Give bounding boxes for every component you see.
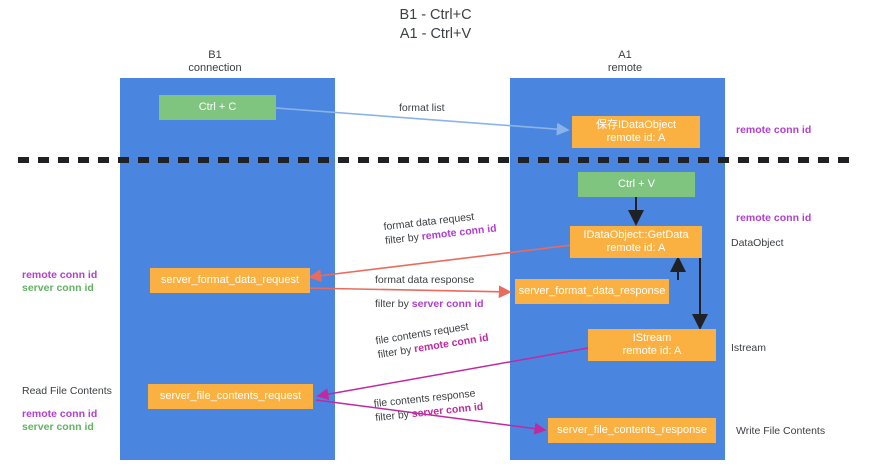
edge-label-format-list-text: format list xyxy=(399,102,445,114)
filter-prefix: filter by xyxy=(375,297,412,310)
page-title: B1 - Ctrl+C A1 - Ctrl+V xyxy=(0,6,871,44)
edge-label-format-list: format list xyxy=(399,102,445,116)
edge-format-data-request xyxy=(308,244,573,282)
lane-header-b1: B1 connection xyxy=(145,49,285,75)
annotation-right-top-remote-conn-id: remote conn id xyxy=(736,124,812,136)
title-line-2: A1 - Ctrl+V xyxy=(399,26,472,42)
lane-header-a1: A1 remote xyxy=(555,49,695,75)
lane-header-a1-role: remote xyxy=(607,62,643,74)
node-istream[interactable]: IStream remote id: A xyxy=(588,329,716,361)
edge-file-contents-response xyxy=(315,399,547,435)
node-server-file-contents-response[interactable]: server_file_contents_response xyxy=(548,418,716,443)
node-save-dataobject-line1: 保存IDataObject xyxy=(595,118,677,131)
filter-key: server conn id xyxy=(411,297,484,310)
filter-prefix: filter by xyxy=(374,407,413,424)
node-istream-line1: IStream xyxy=(632,331,672,344)
node-save-dataobject[interactable]: 保存IDataObject remote id: A xyxy=(572,116,700,148)
node-server-format-data-request-label: server_format_data_request xyxy=(160,273,300,286)
node-getdata-line2: remote id: A xyxy=(606,242,666,254)
annotation-right-write-file-contents: Write File Contents xyxy=(736,425,826,437)
annotation-right-mid-remote-conn-id: remote conn id xyxy=(736,212,812,224)
node-server-format-data-response[interactable]: server_format_data_response xyxy=(515,279,669,304)
node-server-format-data-request[interactable]: server_format_data_request xyxy=(150,268,310,293)
node-istream-line2: remote id: A xyxy=(622,345,682,357)
title-line-1: B1 - Ctrl+C xyxy=(399,7,472,23)
edge-label-format-data-response-filter: filter by server conn id xyxy=(375,298,484,312)
annotation-left-low-server-conn-id: server conn id xyxy=(22,421,94,433)
node-getdata[interactable]: IDataObject::GetData remote id: A xyxy=(570,226,702,258)
annotation-left-mid-remote-conn-id: remote conn id xyxy=(22,269,98,281)
annotation-right-istream: Istream xyxy=(731,342,767,354)
lane-header-a1-name: A1 xyxy=(618,49,632,61)
node-server-file-contents-request-label: server_file_contents_request xyxy=(159,389,302,402)
annotation-left-low-remote-conn-id: remote conn id xyxy=(22,408,98,420)
lane-header-b1-role: connection xyxy=(188,62,242,74)
lane-header-b1-name: B1 xyxy=(208,49,222,61)
node-getdata-line1: IDataObject::GetData xyxy=(583,228,689,241)
edge-file-contents-request xyxy=(316,347,589,401)
annotation-read-file-contents: Read File Contents xyxy=(22,385,112,397)
annotation-right-dataobject: DataObject xyxy=(731,237,784,249)
node-server-format-data-response-label: server_format_data_response xyxy=(518,284,666,297)
edge-label-format-data-response: format data response filter by server co… xyxy=(375,274,484,311)
node-ctrl-c[interactable]: Ctrl + C xyxy=(159,95,276,120)
edge-format-list xyxy=(275,107,570,136)
annotation-left-mid-server-conn-id: server conn id xyxy=(22,282,94,294)
edge-label-format-data-response-main: format data response xyxy=(375,274,475,286)
node-ctrl-c-label: Ctrl + C xyxy=(198,100,237,113)
node-server-file-contents-response-label: server_file_contents_response xyxy=(557,423,707,436)
node-ctrl-v[interactable]: Ctrl + V xyxy=(578,172,695,197)
node-save-dataobject-line2: remote id: A xyxy=(606,132,666,144)
node-ctrl-v-label: Ctrl + V xyxy=(618,177,655,190)
filter-prefix: filter by xyxy=(384,230,423,247)
edge-format-data-response xyxy=(305,285,512,299)
node-server-file-contents-request[interactable]: server_file_contents_request xyxy=(148,384,313,409)
